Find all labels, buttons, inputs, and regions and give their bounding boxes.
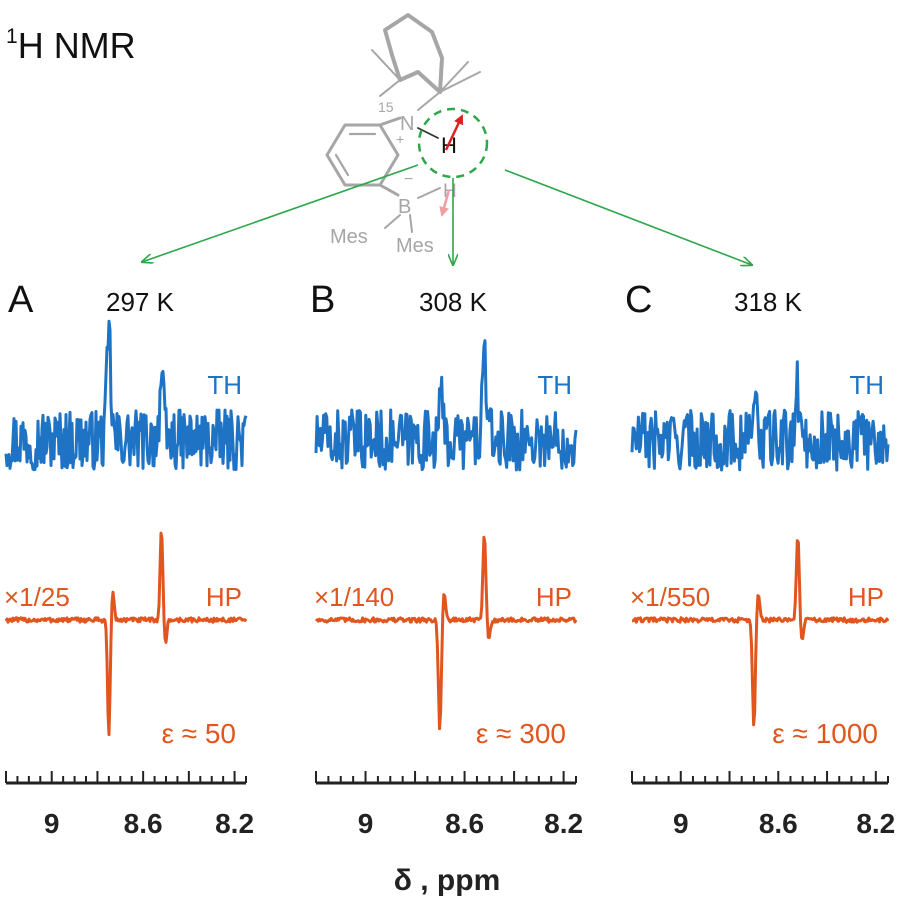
x-tick-label: 9: [673, 808, 689, 839]
enhancement-label: ε ≈ 50: [161, 718, 236, 749]
th-series-label: TH: [207, 370, 242, 400]
b-charge-label: −: [404, 171, 413, 188]
panel-label: C: [625, 279, 652, 321]
highlight-circle: [417, 107, 489, 179]
molecule-structure: [325, 13, 481, 233]
th-spectrum-line: [314, 339, 578, 472]
x-tick-label: 8.2: [544, 808, 583, 839]
x-tick-label: 8.6: [759, 808, 798, 839]
nucleus-superscript: 1: [6, 25, 18, 48]
x-axis-label: δ , ppm: [394, 864, 501, 897]
panel-label: B: [310, 279, 335, 321]
molecule-labels: 15 N + B − H Mes Mes: [330, 99, 457, 257]
nmr-title: 1H NMR: [6, 25, 136, 66]
methyl-bond: [439, 71, 481, 93]
mes-right-label: Mes: [396, 235, 434, 257]
th-series-label: TH: [537, 370, 572, 400]
methyl-bond: [371, 49, 401, 81]
hp-spectrum-line: [314, 535, 578, 731]
enhancement-label: ε ≈ 300: [476, 718, 566, 749]
n-isotope-label: 15: [378, 99, 394, 115]
n-charge-label: +: [396, 131, 404, 147]
mes-left-label: Mes: [330, 226, 368, 248]
hp-series-label: HP: [848, 582, 884, 612]
x-tick-label: 8.6: [445, 808, 484, 839]
th-series-label: TH: [849, 370, 884, 400]
bond-ring-n: [378, 116, 402, 127]
hp-scale-label: ×1/550: [630, 582, 710, 612]
bond-n-substituent: [417, 91, 441, 111]
piperidine-ring: [383, 13, 444, 94]
polarization-arrow: [444, 114, 464, 151]
hp-scale-label: ×1/25: [4, 582, 70, 612]
polarization-arrow-faint: [439, 189, 451, 217]
x-tick-label: 8.6: [124, 808, 163, 839]
b-atom-label: B: [398, 196, 411, 218]
bond-b-mes-right: [409, 214, 413, 233]
bond-b-mes-left: [384, 214, 401, 229]
hp-spectrum-line: [4, 531, 248, 737]
spectrum-panel-c: C 318 K TH HP ×1/550 ε ≈ 1000 9 8.6 8.2: [625, 279, 895, 839]
methyl-bond: [379, 79, 401, 97]
temperature-label: 318 K: [734, 287, 803, 317]
x-tick-label: 9: [358, 808, 374, 839]
hp-spectrum-line: [631, 539, 890, 727]
pointer-arrow-c: [504, 169, 752, 265]
th-spectrum-line: [4, 319, 248, 472]
piperidine-ring-back: [398, 70, 442, 94]
bond-n-h: [417, 127, 439, 139]
bond-b-h: [417, 187, 441, 199]
hp-scale-label: ×1/140: [314, 582, 394, 612]
enhancement-label: ε ≈ 1000: [772, 718, 878, 749]
spectrum-panel-b: B 308 K TH HP ×1/140 ε ≈ 300 9 8.6 8.2: [310, 279, 583, 839]
x-tick-label: 8.2: [215, 808, 254, 839]
hp-series-label: HP: [536, 582, 572, 612]
hp-series-label: HP: [206, 582, 242, 612]
panel-label: A: [8, 279, 34, 321]
methyl-bond: [439, 61, 469, 93]
bond-ring-b: [378, 183, 400, 197]
th-spectrum-line: [630, 360, 890, 472]
title-text: H NMR: [18, 25, 136, 66]
temperature-label: 297 K: [106, 287, 175, 317]
pointer-arrow-a: [142, 164, 419, 262]
n-atom-label: N: [400, 113, 414, 135]
temperature-label: 308 K: [419, 287, 488, 317]
benzene-inner-bond: [334, 153, 350, 177]
x-tick-label: 8.2: [856, 808, 895, 839]
spectrum-panel-a: A 297 K TH HP ×1/25 ε ≈ 50 9 8.6 8.2: [4, 279, 254, 839]
x-tick-label: 9: [44, 808, 60, 839]
